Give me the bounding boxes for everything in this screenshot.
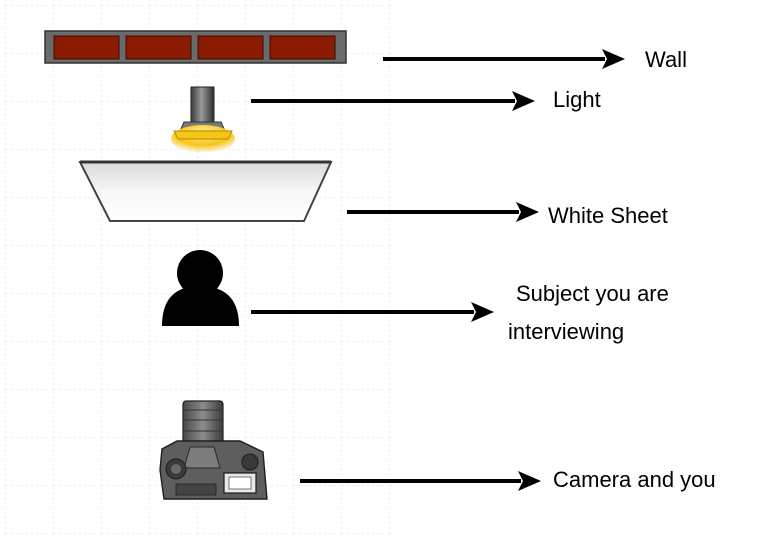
label-camera: Camera and you bbox=[553, 467, 716, 492]
arrow-camera bbox=[300, 471, 541, 491]
label-white-sheet: White Sheet bbox=[548, 203, 668, 228]
label-light: Light bbox=[553, 87, 601, 112]
arrow-white-sheet bbox=[347, 202, 539, 222]
label-wall: Wall bbox=[645, 47, 687, 72]
studio-light-icon bbox=[171, 86, 235, 153]
camera-icon bbox=[159, 400, 268, 500]
label-subject-line2: interviewing bbox=[508, 319, 625, 344]
arrow-wall bbox=[383, 49, 625, 69]
label-subject-line1: Subject you are bbox=[516, 281, 669, 306]
arrow-light bbox=[251, 91, 535, 111]
person-silhouette-icon bbox=[162, 250, 239, 326]
arrow-subject bbox=[251, 302, 494, 322]
brick-wall-icon bbox=[44, 30, 347, 64]
white-sheet-icon bbox=[78, 160, 333, 222]
